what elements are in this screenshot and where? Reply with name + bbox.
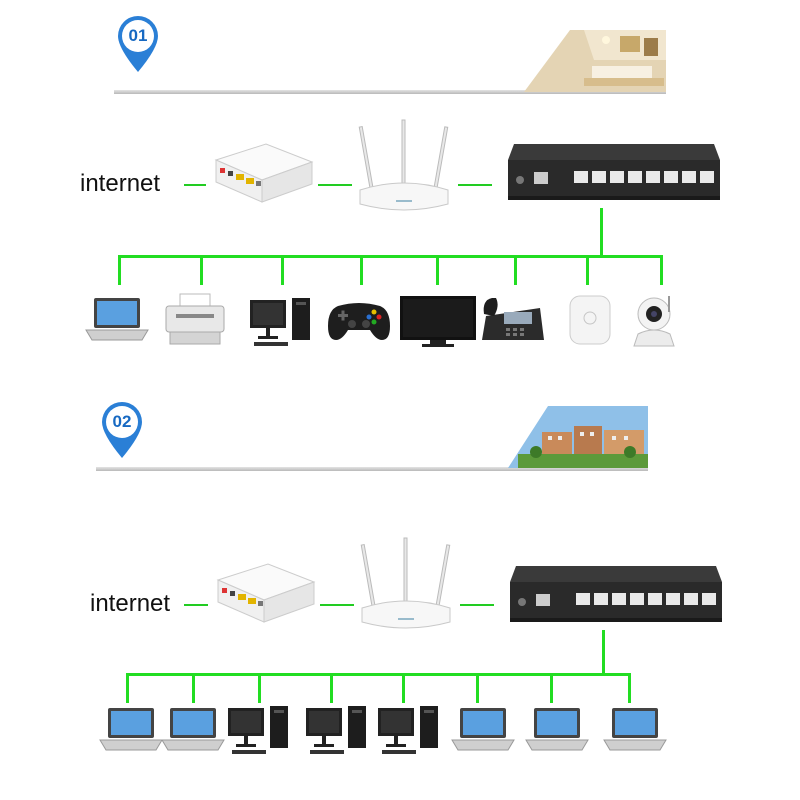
section-1-device-camera <box>624 290 684 350</box>
ip-phone-icon <box>478 292 548 348</box>
section-1-device-printer <box>160 292 230 348</box>
laptop-icon <box>522 704 592 754</box>
section-2-drop <box>258 673 261 703</box>
section-2-drop <box>126 673 129 703</box>
section-2-device-laptop <box>600 704 670 754</box>
section-2-divider <box>96 467 648 471</box>
laptop-icon <box>96 704 166 754</box>
section-2-device-desktop <box>302 702 372 758</box>
section-2-link-modem <box>184 604 208 606</box>
location-pin-icon <box>118 16 158 72</box>
section-2-bus <box>126 673 631 676</box>
section-1-switch <box>504 138 724 208</box>
section-2-switch <box>506 560 726 630</box>
section-1-link-router <box>318 184 352 186</box>
laptop-icon <box>448 704 518 754</box>
section-2-device-laptop <box>522 704 592 754</box>
ip-camera-icon <box>624 290 684 350</box>
section-1-drop <box>514 255 517 285</box>
section-1-drop <box>118 255 121 285</box>
section-1-drop <box>360 255 363 285</box>
printer-icon <box>160 292 230 348</box>
section-1-internet-label: internet <box>80 170 161 197</box>
section-1-drop <box>436 255 439 285</box>
campus-buildings-icon <box>508 406 648 468</box>
section-1-device-tv <box>398 294 478 350</box>
wifi-router-icon <box>354 118 454 218</box>
section-1-device-phone <box>478 292 548 348</box>
section-1-trunk <box>600 208 603 256</box>
desktop-pc-icon <box>302 702 372 758</box>
section-2-drop <box>476 673 479 703</box>
section-2-device-desktop <box>374 702 444 758</box>
section-2-device-desktop <box>224 702 294 758</box>
modem-icon <box>206 140 316 210</box>
modem-icon <box>208 560 318 630</box>
laptop-icon <box>82 294 152 344</box>
section-1-drop <box>200 255 203 285</box>
section-2-badge-number: 02 <box>112 412 132 431</box>
section-2-drop <box>330 673 333 703</box>
network-switch-icon <box>504 138 724 208</box>
section-2-internet-label: internet <box>90 590 171 617</box>
section-1-divider <box>114 90 666 94</box>
section-1-device-laptop <box>82 294 152 344</box>
gamepad-icon <box>324 296 394 346</box>
section-1-device-access-point <box>560 292 620 348</box>
section-1-link-modem <box>184 184 206 186</box>
section-2-device-laptop <box>448 704 518 754</box>
section-2-photo <box>508 406 648 468</box>
wifi-router-icon <box>356 536 456 636</box>
section-1-device-gamepad <box>324 296 394 346</box>
section-1-bus <box>118 255 663 258</box>
access-point-icon <box>560 292 620 348</box>
section-2-drop <box>402 673 405 703</box>
section-1-badge: 01 <box>116 14 160 74</box>
section-2-device-laptop <box>158 704 228 754</box>
section-1-router <box>354 118 454 218</box>
section-1-modem <box>206 140 316 210</box>
section-2-device-laptop <box>96 704 166 754</box>
section-2-router <box>356 536 456 636</box>
laptop-icon <box>600 704 670 754</box>
section-1-photo <box>524 30 666 92</box>
section-2-modem <box>208 560 318 630</box>
section-2-drop <box>550 673 553 703</box>
network-switch-icon <box>506 560 726 630</box>
section-1-link-switch <box>458 184 492 186</box>
section-1-drop <box>281 255 284 285</box>
desktop-pc-icon <box>224 702 294 758</box>
section-1-badge-number: 01 <box>128 26 148 45</box>
section-2-badge: 02 <box>100 400 144 460</box>
home-interior-icon <box>524 30 666 92</box>
section-2-trunk <box>602 630 605 674</box>
tv-icon <box>398 294 478 350</box>
section-2-drop <box>192 673 195 703</box>
section-1-drop <box>586 255 589 285</box>
section-2-link-switch <box>460 604 494 606</box>
desktop-pc-icon <box>246 294 316 350</box>
section-2-drop <box>628 673 631 703</box>
section-2-link-router <box>320 604 354 606</box>
location-pin-icon <box>102 402 142 458</box>
section-1-drop <box>660 255 663 285</box>
desktop-pc-icon <box>374 702 444 758</box>
section-1-device-desktop <box>246 294 316 350</box>
laptop-icon <box>158 704 228 754</box>
